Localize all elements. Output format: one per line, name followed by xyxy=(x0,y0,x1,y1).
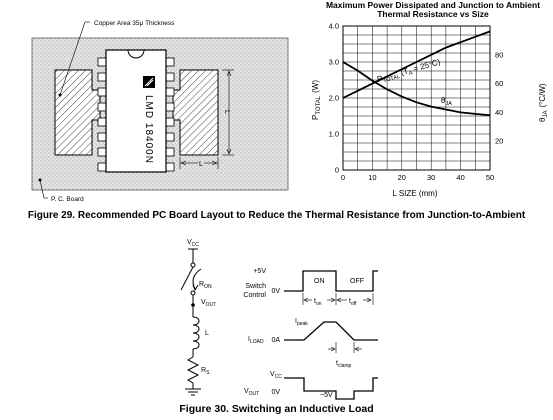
x-tick-label: 10 xyxy=(368,173,376,182)
series-line-theta-ja xyxy=(342,61,491,117)
x-tick-label: 20 xyxy=(398,173,406,182)
y-left-tick-label: 3.0 xyxy=(329,58,339,67)
wave-0a-label: 0A xyxy=(271,337,280,344)
chip-pins-right xyxy=(165,57,175,172)
figure-29-caption: Figure 29. Recommended PC Board Layout t… xyxy=(27,210,526,221)
y-right-axis-label: θJA(°C/W) xyxy=(538,83,549,122)
wave-vcc-label: VCC xyxy=(270,371,282,380)
wave-vout-label: VOUT xyxy=(244,388,259,397)
series-label-ptotal: PTOTAL(TA= 25°C) xyxy=(376,57,442,86)
y-right-tick-label: 20 xyxy=(495,137,503,146)
inductive-load-circuit: VCC RON VOUT L RS xyxy=(180,239,216,396)
vout-node xyxy=(191,303,195,307)
chart-series xyxy=(342,30,491,117)
y-right-tick-label: 60 xyxy=(495,79,503,88)
wave-minus5v-label: −5V xyxy=(320,392,333,399)
dim-l-horizontal xyxy=(179,157,219,169)
t-on-dimension xyxy=(302,293,337,305)
x-tick-label: 0 xyxy=(341,173,345,182)
circuit-vcc-label: VCC xyxy=(187,239,199,248)
wave-0v-label-2: 0V xyxy=(271,389,280,396)
x-axis-label: L SIZE (mm) xyxy=(392,189,437,198)
chip-body xyxy=(105,49,167,173)
t-clamp-dimension xyxy=(328,342,362,353)
chart-title-line-1: Maximum Power Dissipated and Junction to… xyxy=(326,0,540,10)
switching-waveforms: +5V Switch Control 0V ON OFF ton toff Ip… xyxy=(243,268,378,400)
wave-iload-label: ILOAD xyxy=(248,336,264,345)
wave-toff-label: toff xyxy=(349,298,357,307)
dim-l-vertical-label: L xyxy=(223,110,230,114)
series-label-theta-ja: θJA xyxy=(441,96,452,107)
pcb-label: P. C. Board xyxy=(51,196,84,203)
y-left-tick-label: 4.0 xyxy=(329,22,339,31)
wave-switch-control-label-2: Control xyxy=(243,292,266,299)
copper-pad-right xyxy=(172,69,219,156)
circuit-l-label: L xyxy=(205,330,209,337)
series-line-ptotal xyxy=(342,30,491,99)
thermal-chart: Maximum Power Dissipated and Junction to… xyxy=(311,0,549,198)
y-right-tick-label: 80 xyxy=(495,50,503,59)
y-left-tick-label: 0 xyxy=(335,166,339,175)
switch-control-waveform xyxy=(284,270,378,292)
chart-grid xyxy=(342,25,491,171)
y-right-tick-label: 40 xyxy=(495,108,503,117)
dim-l-vertical xyxy=(222,69,234,156)
copper-area-label: Copper Area 35μ Thickness xyxy=(94,20,175,27)
chart-ticks: 0 10 20 30 40 50 0 1.0 2.0 3.0 4.0 20 40 60 80 xyxy=(329,22,504,183)
wave-plus5v-label: +5V xyxy=(253,268,266,275)
circuit-wires xyxy=(180,248,202,396)
wave-switch-control-label-1: Switch xyxy=(245,283,266,290)
wave-on-label: ON xyxy=(314,278,325,285)
figure-30-caption: Figure 30. Switching an Inductive Load xyxy=(179,403,374,415)
dim-l-horizontal-label: L xyxy=(199,161,203,168)
chip-label: LMD 18400N xyxy=(143,95,154,164)
chart-title-line-2: Thermal Resistance vs Size xyxy=(377,9,489,19)
load-current-waveform xyxy=(284,321,378,341)
circuit-rs-label: RS xyxy=(201,367,210,376)
wave-0v-label-1: 0V xyxy=(271,288,280,295)
t-off-dimension xyxy=(336,293,374,305)
y-left-tick-label: 1.0 xyxy=(329,130,339,139)
circuit-ron-label: RON xyxy=(199,281,212,290)
wave-ton-label: ton xyxy=(314,298,322,307)
pc-board-layout: LMD 18400N Copper Area 35μ Thickness L L… xyxy=(31,20,289,203)
circuit-vout-label: VOUT xyxy=(201,299,216,308)
vout-waveform xyxy=(284,377,378,400)
chip-notch xyxy=(127,49,145,59)
x-tick-label: 50 xyxy=(486,173,494,182)
y-left-tick-label: 2.0 xyxy=(329,94,339,103)
wave-tclamp-label: tclamp xyxy=(336,360,352,369)
wave-ipeak-label: Ipeak xyxy=(295,318,308,327)
x-tick-label: 40 xyxy=(456,173,464,182)
y-left-axis-label: PTOTAL(W) xyxy=(311,80,322,120)
wave-off-label: OFF xyxy=(350,278,364,285)
x-tick-label: 30 xyxy=(427,173,435,182)
